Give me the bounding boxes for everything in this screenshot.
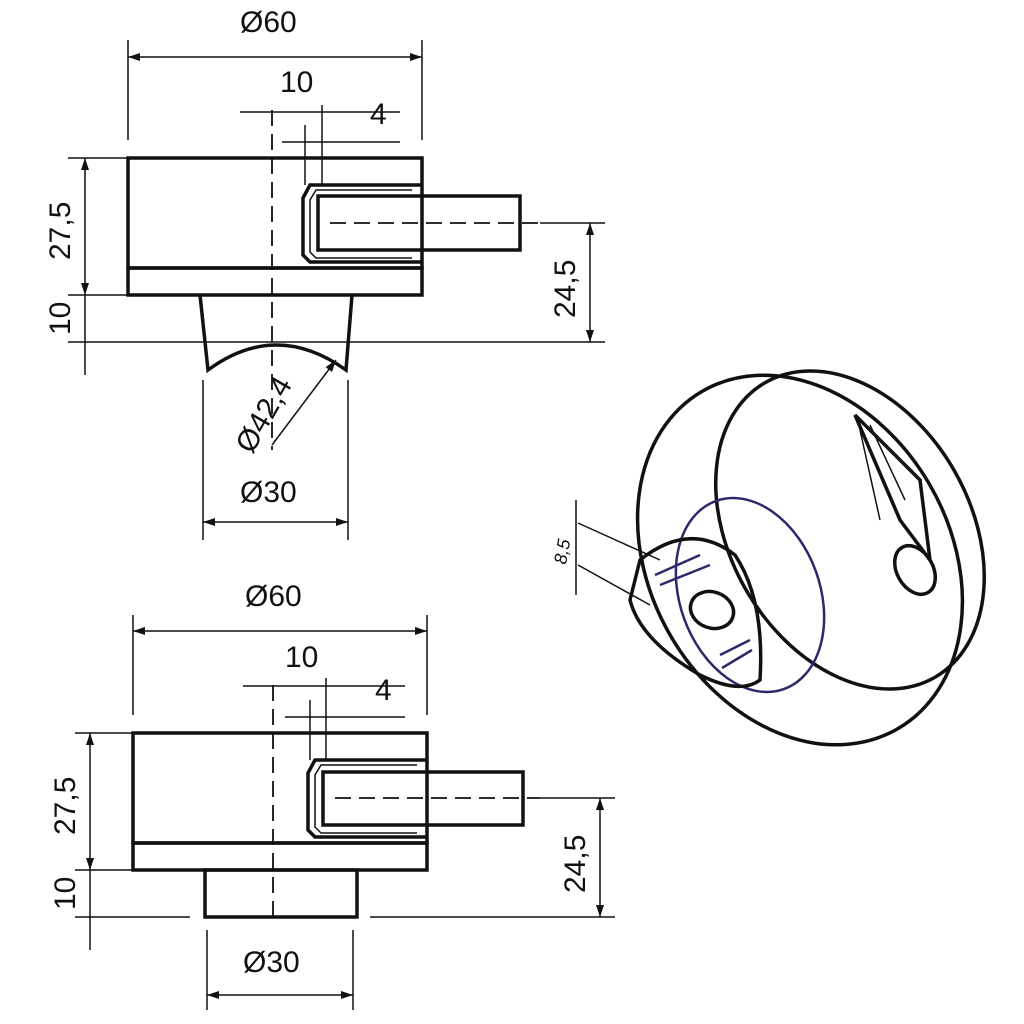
isometric-view: 8,5: [550, 369, 987, 747]
dim-base-diameter: Ø30: [240, 476, 297, 509]
dim-slot: 8,5: [550, 537, 574, 566]
dim-slot-offset: 10: [280, 66, 313, 99]
bottom-view: Ø60 10 4 27,5 10 24,5 Ø30: [49, 580, 615, 1010]
dim-pin-height: 24,5: [559, 835, 592, 893]
slot-outline: [301, 183, 422, 264]
dim-outer-diameter: Ø60: [240, 6, 297, 39]
pin-outline: [316, 194, 522, 252]
dim-base-diameter: Ø30: [243, 946, 300, 979]
concave-base: [198, 294, 354, 374]
dim-slot-width: 4: [375, 674, 392, 707]
dim-radius: Ø42,4: [229, 371, 298, 458]
dim-base-height: 10: [49, 877, 82, 910]
dim-body-height: 27,5: [49, 777, 82, 835]
dim-slot-offset: 10: [285, 641, 318, 674]
plate-outline: [126, 266, 424, 297]
dim-pin-height: 24,5: [549, 260, 582, 318]
dim-outer-diameter: Ø60: [245, 580, 302, 613]
dim-body-height: 27,5: [44, 202, 77, 260]
dim-slot-width: 4: [370, 98, 387, 131]
dim-base-height: 10: [44, 302, 77, 335]
top-view: Ø60 10 4 27,5 10 24,5 Ø42,4 Ø30: [44, 6, 605, 540]
